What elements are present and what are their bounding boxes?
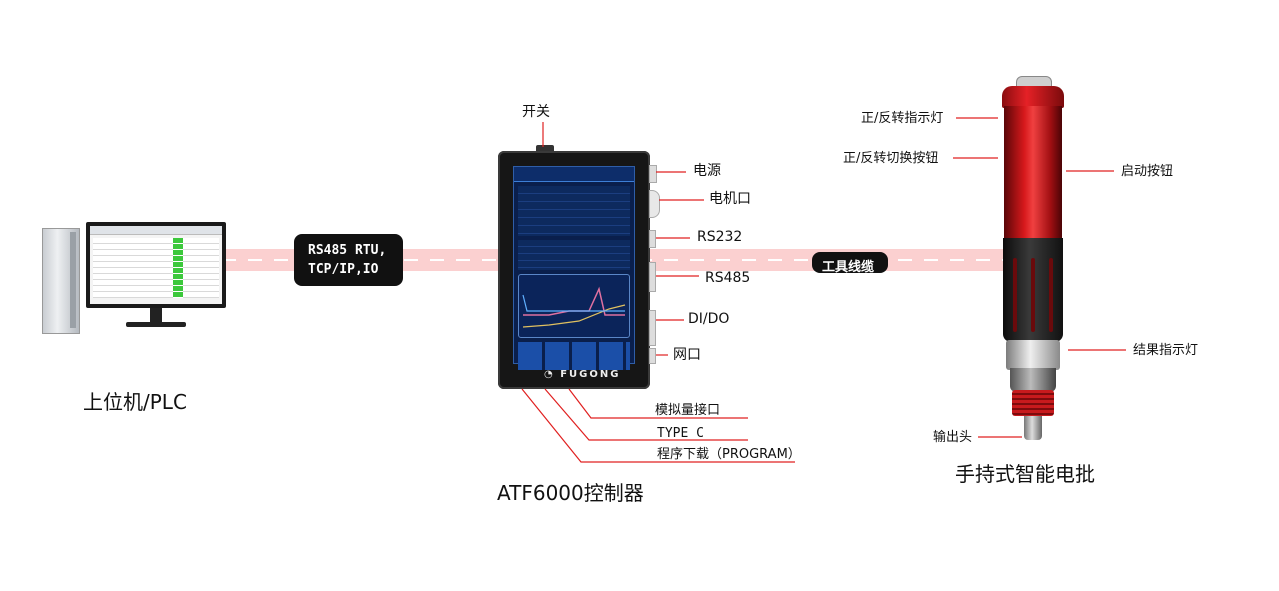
label-start-button: 启动按钮 [1121,164,1174,179]
screwdriver-body [1004,106,1062,241]
controller-brand-text: FUGONG [560,369,621,380]
cable-label: 工具线缆 [822,260,875,275]
port-label-analog: 模拟量接口 [655,403,721,418]
label-direction-light: 正/反转指示灯 [861,111,944,126]
label-output-head: 输出头 [933,430,973,445]
link-line1: RS485 RTU, [308,243,387,258]
rs232-port [649,230,656,248]
lan-port [649,348,656,364]
controller-body: ◔ FUGONG [498,151,650,389]
port-label-typec: TYPE C [657,426,704,441]
rs485-port [649,262,656,292]
screwdriver-illustration [998,76,1068,448]
link-line2: TCP/IP,IO [308,262,379,277]
pc-illustration [40,222,230,334]
pc-monitor-stand [150,308,162,322]
pc-label: 上位机/PLC [83,390,187,414]
controller-screen [513,166,635,370]
controller-brand: ◔ FUGONG [544,369,620,380]
label-direction-button: 正/反转切换按钮 [843,151,939,166]
port-label-rs485: RS485 [705,270,751,286]
port-label-motor: 电机口 [709,191,751,207]
power-port [649,165,657,183]
screwdriver-grip [1003,238,1063,342]
port-label-lan: 网口 [673,347,701,363]
switch-knob [536,145,554,153]
link-protocol-pill: RS485 RTU, TCP/IP,IO [294,234,403,286]
port-label-rs232: RS232 [697,229,743,245]
screwdriver-head [1002,86,1064,108]
port-label-power: 电源 [693,163,721,179]
port-label-program: 程序下载（PROGRAM） [657,447,801,462]
dido-port [649,310,656,346]
switch-label: 开关 [522,104,550,120]
output-bit [1024,416,1042,440]
motor-port [649,190,660,218]
pc-monitor [86,222,226,308]
screwdriver-nose [1010,368,1056,392]
port-label-dido: DI/DO [688,311,730,327]
screwdriver-label: 手持式智能电批 [955,462,1095,486]
cable-pill: 工具线缆 [812,252,888,275]
brand-icon: ◔ [544,369,555,380]
result-light [1006,340,1060,370]
controller-label: ATF6000控制器 [497,481,644,505]
label-result-light: 结果指示灯 [1133,343,1199,358]
